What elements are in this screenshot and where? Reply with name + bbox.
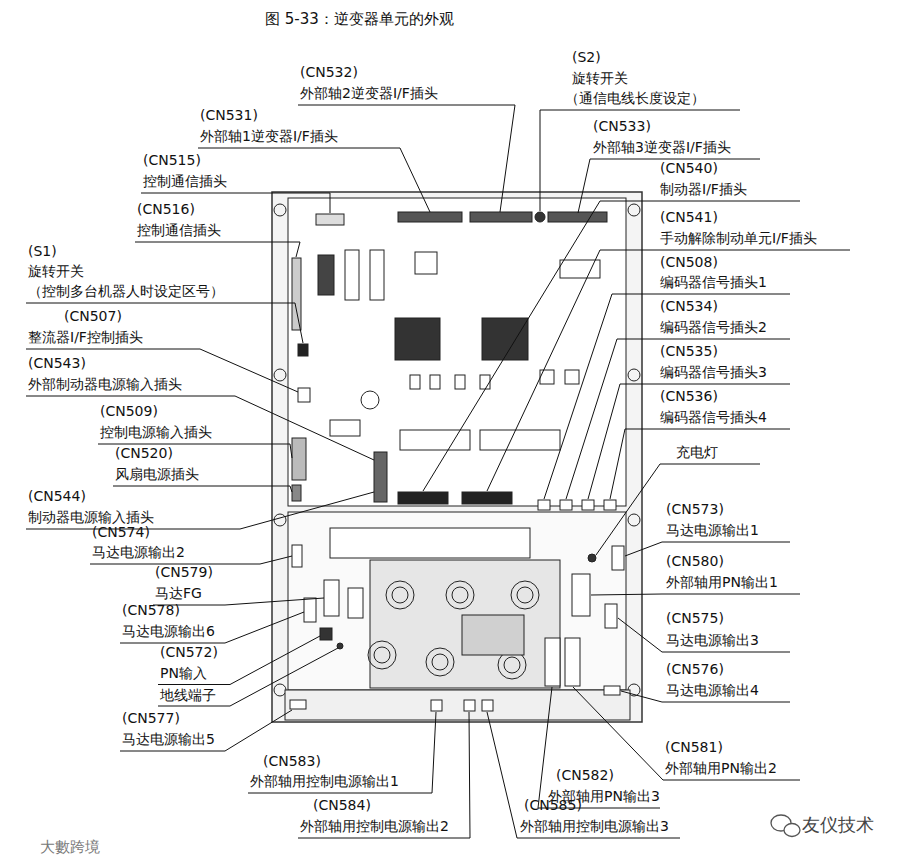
callout-label: (CN543) [28, 355, 86, 372]
callout-label: 手动解除制动单元I/F插头 [660, 230, 817, 247]
callout-label: PN输入 [160, 665, 207, 682]
callout-label: 外部轴2逆变器I/F插头 [300, 85, 438, 102]
watermark: 大數跨境 [40, 838, 100, 857]
callout-label: (CN536) [660, 388, 718, 405]
callout-label: (CN578) [122, 602, 180, 619]
callout-label: 整流器I/F控制插头 [28, 329, 143, 346]
callout-label: (CN533) [593, 118, 651, 135]
callout-label: (CN515) [143, 152, 201, 169]
callout-label: 外部轴用PN输出1 [666, 574, 778, 591]
callout-label: 外部轴用控制电源输出3 [520, 818, 669, 835]
callout-label: (CN580) [666, 553, 724, 570]
callout-label: 控制通信插头 [143, 173, 227, 190]
callout-label: 旋转开关 [572, 70, 628, 87]
callout-label: 控制通信插头 [137, 222, 221, 239]
callout-label: (CN509) [100, 403, 158, 420]
wechat-icon [771, 815, 800, 837]
callout-label: (CN531) [200, 107, 258, 124]
callout-label: 充电灯 [676, 444, 718, 461]
callout-label: 外部轴用控制电源输出2 [300, 818, 449, 835]
callout-label: (CN581) [665, 739, 723, 756]
callout-label: 外部轴用控制电源输出1 [250, 773, 399, 790]
callout-label: 控制电源输入插头 [100, 424, 212, 441]
leader-lines [26, 105, 850, 838]
callout-label: (CN534) [660, 298, 718, 315]
callout-label: (CN576) [666, 661, 724, 678]
callout-label: (CN544) [28, 488, 86, 505]
callout-label: (CN584) [313, 797, 371, 814]
callout-label: 编码器信号插头3 [660, 364, 767, 381]
callout-label: （控制多台机器人时设定区号） [28, 283, 224, 300]
callout-label: (S2) [572, 49, 601, 66]
callout-label: (CN516) [137, 201, 195, 218]
callout-label: 地线端子 [160, 687, 216, 704]
callout-label: (CN573) [666, 501, 724, 518]
callout-label: (CN540) [660, 160, 718, 177]
callout-label: 外部轴1逆变器I/F插头 [200, 128, 338, 145]
callout-label: 马达电源输出1 [666, 522, 759, 539]
figure-title: 图 5-33：逆变器单元的外观 [265, 10, 454, 29]
callout-label: (CN541) [660, 209, 718, 226]
callout-label: 马达电源输出3 [666, 632, 759, 649]
callout-label: 编码器信号插头2 [660, 319, 767, 336]
callout-label: (S1) [28, 243, 57, 260]
callout-label: 制动器I/F插头 [660, 181, 747, 198]
callout-label: 外部制动器电源输入插头 [28, 376, 182, 393]
callout-label: (CN583) [263, 753, 321, 770]
callout-label: 编码器信号插头1 [660, 274, 767, 291]
callout-label: (CN574) [92, 524, 150, 541]
callout-label: (CN508) [660, 254, 718, 271]
callout-label: (CN579) [155, 564, 213, 581]
callout-label: 马达电源输出5 [122, 731, 215, 748]
callout-label: 外部轴用PN输出3 [548, 788, 660, 805]
callout-label: 马达电源输出4 [666, 682, 759, 699]
callout-label: 编码器信号插头4 [660, 409, 767, 426]
callout-label: (CN577) [122, 710, 180, 727]
callout-label: 马达FG [155, 585, 202, 602]
callout-label: (CN572) [160, 644, 218, 661]
callout-label: 旋转开关 [28, 263, 84, 280]
callout-label: （通信电线长度设定） [565, 90, 705, 107]
callout-label: 制动器电源输入插头 [28, 509, 154, 526]
callout-label: (CN507) [64, 308, 122, 325]
callout-label: (CN575) [666, 610, 724, 627]
callout-label: (CN520) [115, 445, 173, 462]
callout-label: 马达电源输出6 [122, 623, 215, 640]
callout-label: (CN535) [660, 343, 718, 360]
callout-label: 外部轴用PN输出2 [665, 760, 777, 777]
watermark: 友仪技术 [802, 814, 874, 836]
callout-label: 风扇电源插头 [115, 466, 199, 483]
callout-label: 外部轴3逆变器I/F插头 [593, 139, 731, 156]
callout-label: (CN582) [556, 767, 614, 784]
callout-label: 马达电源输出2 [92, 544, 185, 561]
callout-label: (CN532) [300, 64, 358, 81]
